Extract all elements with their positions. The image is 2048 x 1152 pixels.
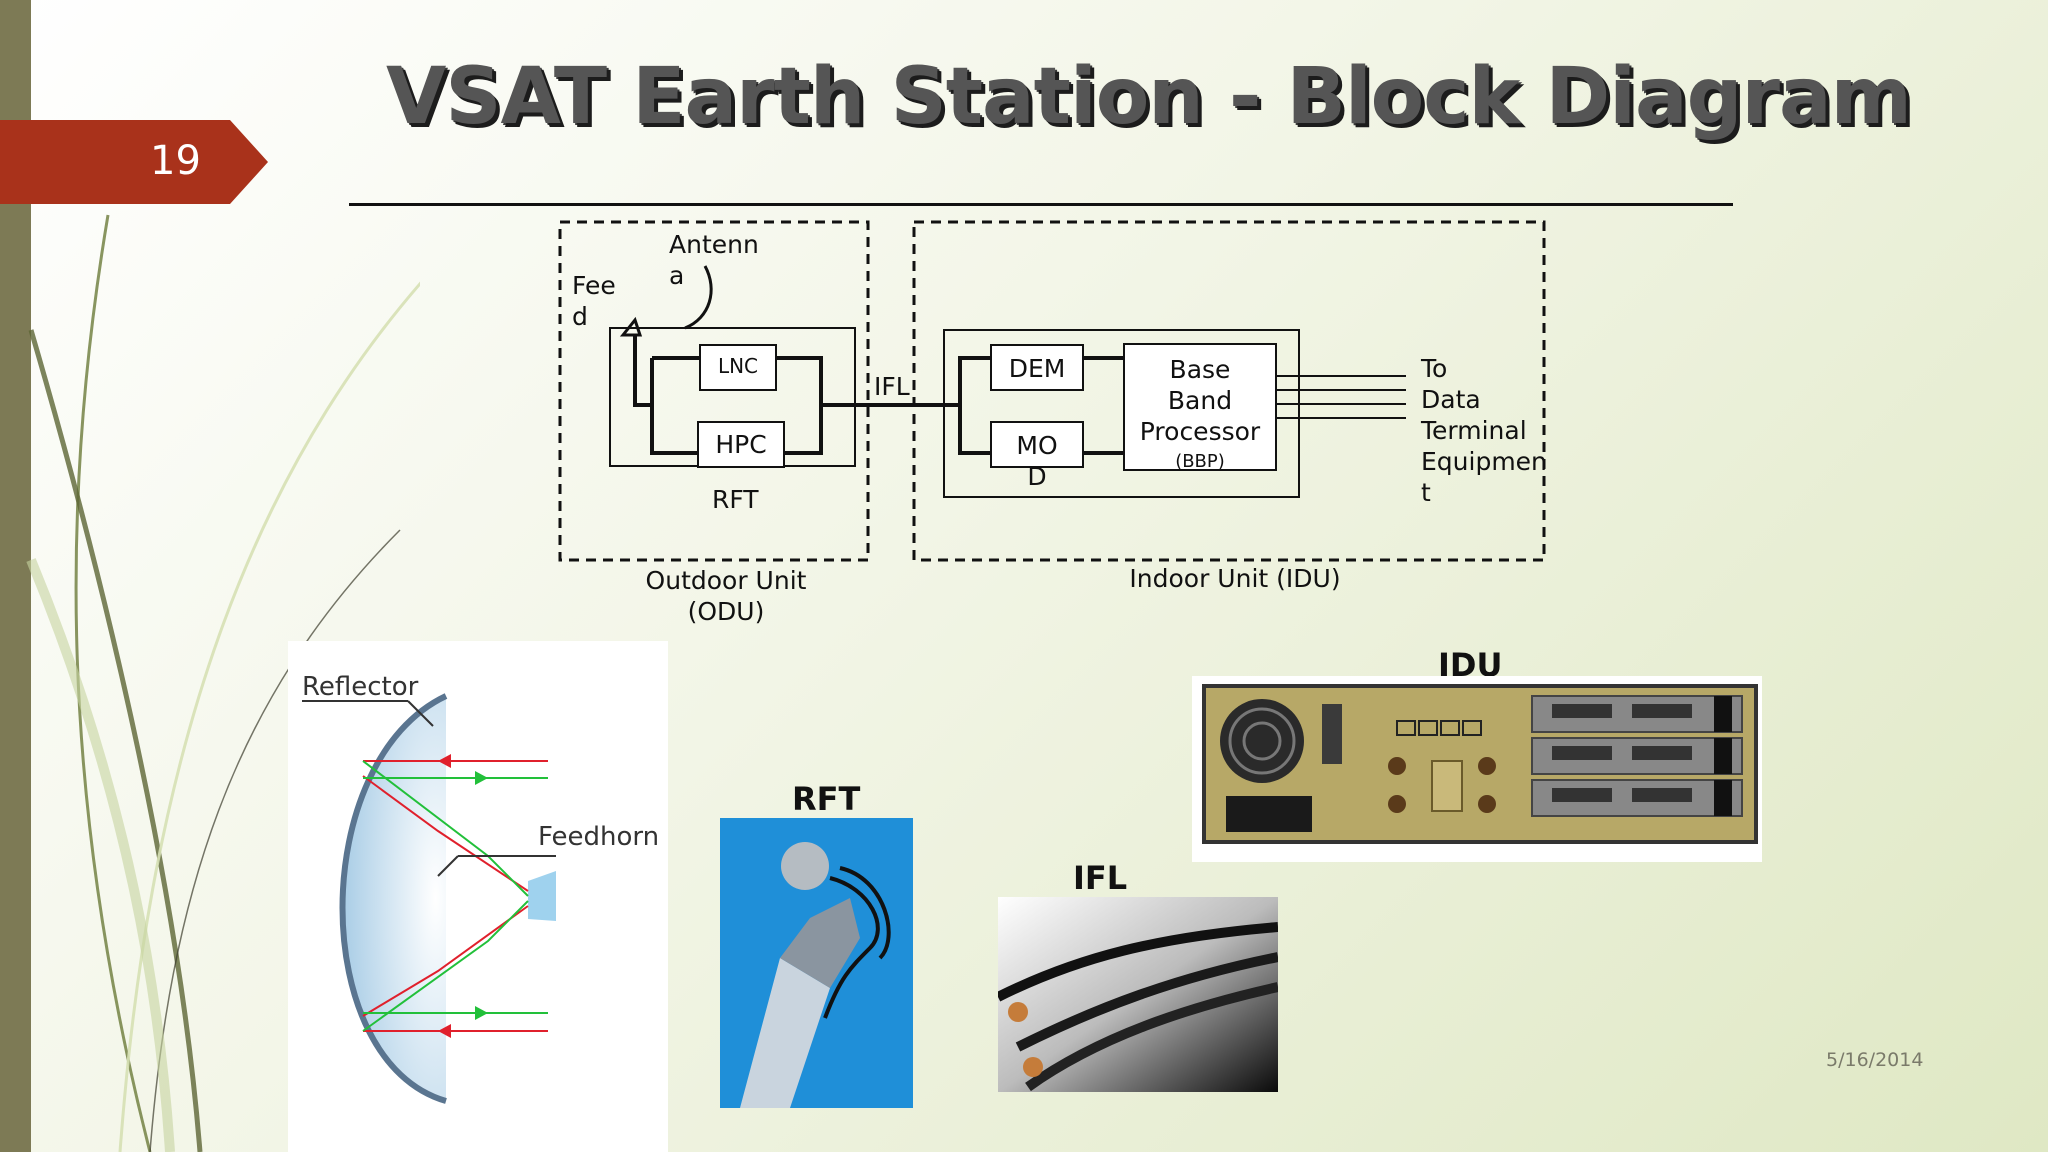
antenna-label: Antenn a bbox=[669, 230, 759, 290]
hpc-box bbox=[697, 421, 785, 468]
slide-date: 5/16/2014 bbox=[1826, 1049, 1924, 1071]
reflector-label: Reflector bbox=[302, 672, 419, 702]
reflector-illustration bbox=[288, 641, 668, 1152]
bbp-abbr: (BBP) bbox=[1175, 451, 1225, 472]
rft-caption: RFT bbox=[792, 780, 861, 818]
bbp-label: Base Band Processor bbox=[1139, 355, 1261, 446]
block-diagram bbox=[558, 220, 1546, 562]
decorative-swooshes bbox=[26, 214, 420, 1152]
lnc-label: LNC bbox=[717, 354, 759, 378]
idu-photo bbox=[1192, 676, 1762, 862]
slide-title: VSAT Earth Station - Block Diagram bbox=[386, 52, 1912, 142]
feed-label: Fee d bbox=[572, 271, 616, 331]
rft-label: RFT bbox=[712, 485, 759, 514]
idu-inner-box bbox=[943, 329, 1300, 498]
lnc-box bbox=[699, 344, 777, 391]
bbp-box bbox=[1123, 343, 1277, 471]
dte-label: To Data Terminal Equipmen t bbox=[1421, 354, 1547, 507]
odu-label: Outdoor Unit (ODU) bbox=[645, 566, 807, 626]
ifl-caption: IFL bbox=[1073, 859, 1128, 897]
feedhorn-label: Feedhorn bbox=[538, 822, 660, 852]
odu-frame bbox=[558, 220, 870, 562]
ifl-photo bbox=[998, 897, 1278, 1092]
dem-label: DEM bbox=[1008, 354, 1066, 383]
slide-number: 19 bbox=[150, 138, 201, 184]
rft-photo bbox=[720, 818, 913, 1108]
mod-box bbox=[990, 421, 1084, 468]
ifl-label: IFL bbox=[874, 372, 910, 401]
idu-frame bbox=[912, 220, 1546, 562]
slide-number-tab bbox=[0, 120, 268, 204]
hpc-label: HPC bbox=[715, 430, 767, 459]
title-divider bbox=[349, 203, 1733, 206]
mod-label: MO D bbox=[1016, 431, 1058, 491]
idu-label: Indoor Unit (IDU) bbox=[1129, 564, 1341, 593]
dem-box bbox=[990, 344, 1084, 391]
